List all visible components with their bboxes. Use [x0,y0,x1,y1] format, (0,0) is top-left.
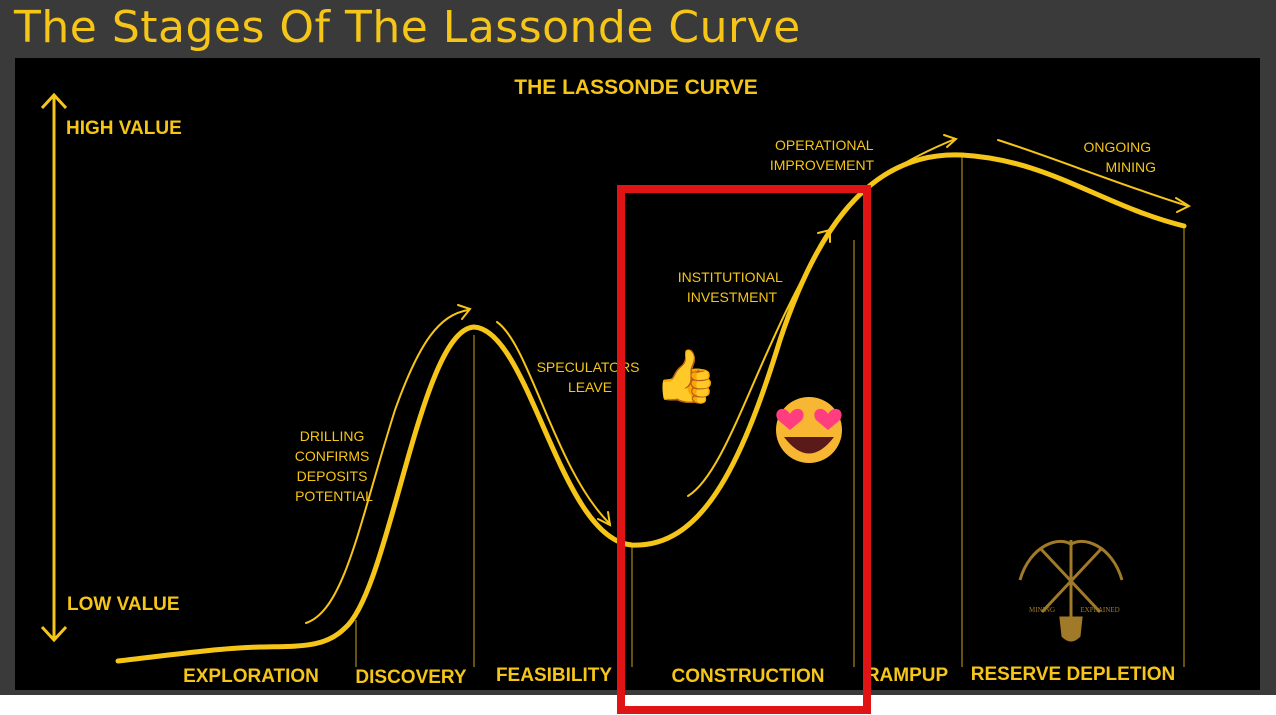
construction-highlight-box [617,185,871,714]
arrow-institutional [687,231,831,497]
arrow-ongoing [997,139,1189,207]
drilling-annotation: DRILLING CONFIRMS DEPOSITS POTENTIAL [295,428,374,504]
ongoing-annotation: ONGOING MINING [1083,139,1156,175]
stage-dividers [355,156,1185,667]
stage-rampup: RAMPUP [866,665,949,686]
low-value-label: LOW VALUE [67,594,180,615]
thumbs-up-emoji: 👍 [654,346,719,407]
operational-annotation: OPERATIONAL IMPROVEMENT [770,137,877,173]
lassonde-curve [115,152,1187,664]
value-axis-arrow [40,92,68,643]
diagram-title: THE LASSONDE CURVE [514,76,757,99]
speculators-annotation: SPECULATORS LEAVE [537,359,644,395]
arrow-speculators [496,321,611,525]
stage-discovery: DISCOVERY [355,667,467,688]
mining-explained-logo: MINING EXPLAINED [1018,539,1124,642]
institutional-annotation: INSTITUTIONAL INVESTMENT [678,269,786,305]
logo-right-text: EXPLAINED [1080,606,1119,614]
stage-feasibility: FEASIBILITY [496,665,612,686]
stage-exploration: EXPLORATION [183,666,319,687]
logo-left-text: MINING [1029,606,1055,614]
stage-reserve-depletion: RESERVE DEPLETION [971,664,1175,685]
arrow-discovery [305,309,469,624]
high-value-label: HIGH VALUE [66,118,182,139]
stage-labels: EXPLORATION DISCOVERY FEASIBILITY CONSTR… [183,664,1175,688]
slide-title: The Stages Of The Lassonde Curve [14,2,801,53]
stage-construction: CONSTRUCTION [671,666,824,687]
arrow-operational [843,138,956,215]
heart-eyes-emoji [776,397,842,463]
diagram-panel [15,58,1260,690]
trend-arrows [305,134,1192,624]
